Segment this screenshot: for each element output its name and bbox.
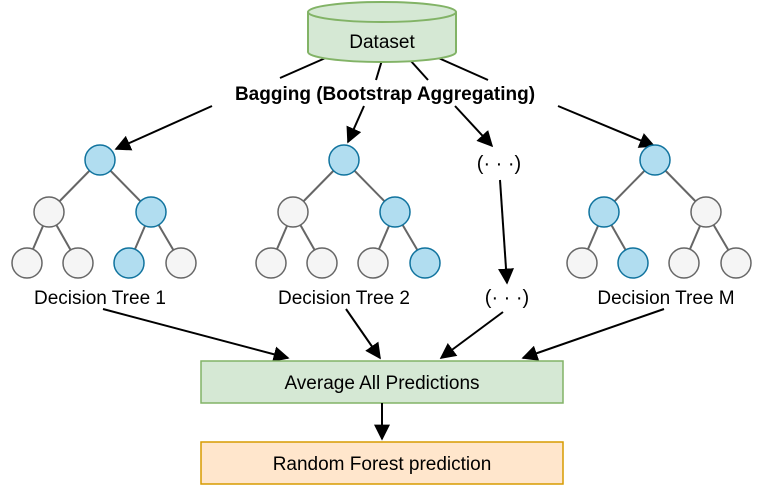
tree-node-selected — [113, 247, 145, 279]
bagging-arrows — [114, 105, 656, 151]
dataset-to-bagging-lines — [279, 55, 489, 81]
trees — [11, 144, 752, 279]
tree-node — [566, 247, 598, 279]
dataset-label: Dataset — [349, 32, 415, 53]
tree-node-selected — [639, 144, 671, 176]
ellipsis-arrow — [498, 179, 515, 285]
tree-node-selected — [617, 247, 649, 279]
tree-node — [668, 247, 700, 279]
tree-node — [255, 247, 287, 279]
tree-node-selected — [409, 247, 441, 279]
tree-node — [690, 196, 722, 228]
tree-node — [720, 247, 752, 279]
dataset-cylinder: Dataset — [307, 1, 457, 63]
decision-tree-1 — [11, 144, 197, 279]
tree-node-selected — [135, 196, 167, 228]
average-box: Average All Predictions — [200, 360, 564, 404]
tree-label-2: Decision Tree 2 — [278, 288, 410, 309]
average-label: Average All Predictions — [284, 373, 479, 394]
decision-tree-3 — [566, 144, 752, 279]
tree-label-m: Decision Tree M — [597, 288, 734, 309]
tree-node — [62, 247, 94, 279]
tree-node — [33, 196, 65, 228]
tree-node-selected — [84, 144, 116, 176]
tree-node-selected — [588, 196, 620, 228]
tree-node — [11, 247, 43, 279]
tree-node — [165, 247, 197, 279]
decision-tree-2 — [255, 144, 441, 279]
tree-node-selected — [328, 144, 360, 176]
ellipsis-bottom: (· · ·) — [485, 287, 529, 309]
result-box: Random Forest prediction — [200, 441, 564, 485]
result-label: Random Forest prediction — [273, 454, 492, 475]
tree-node — [306, 247, 338, 279]
ellipsis-top: (· · ·) — [477, 153, 521, 175]
bagging-label: Bagging (Bootstrap Aggregating) — [235, 84, 535, 105]
aggregation-arrows — [102, 308, 665, 363]
tree-node — [357, 247, 389, 279]
tree-node — [277, 196, 309, 228]
tree-label-1: Decision Tree 1 — [34, 288, 166, 309]
tree-node-selected — [379, 196, 411, 228]
